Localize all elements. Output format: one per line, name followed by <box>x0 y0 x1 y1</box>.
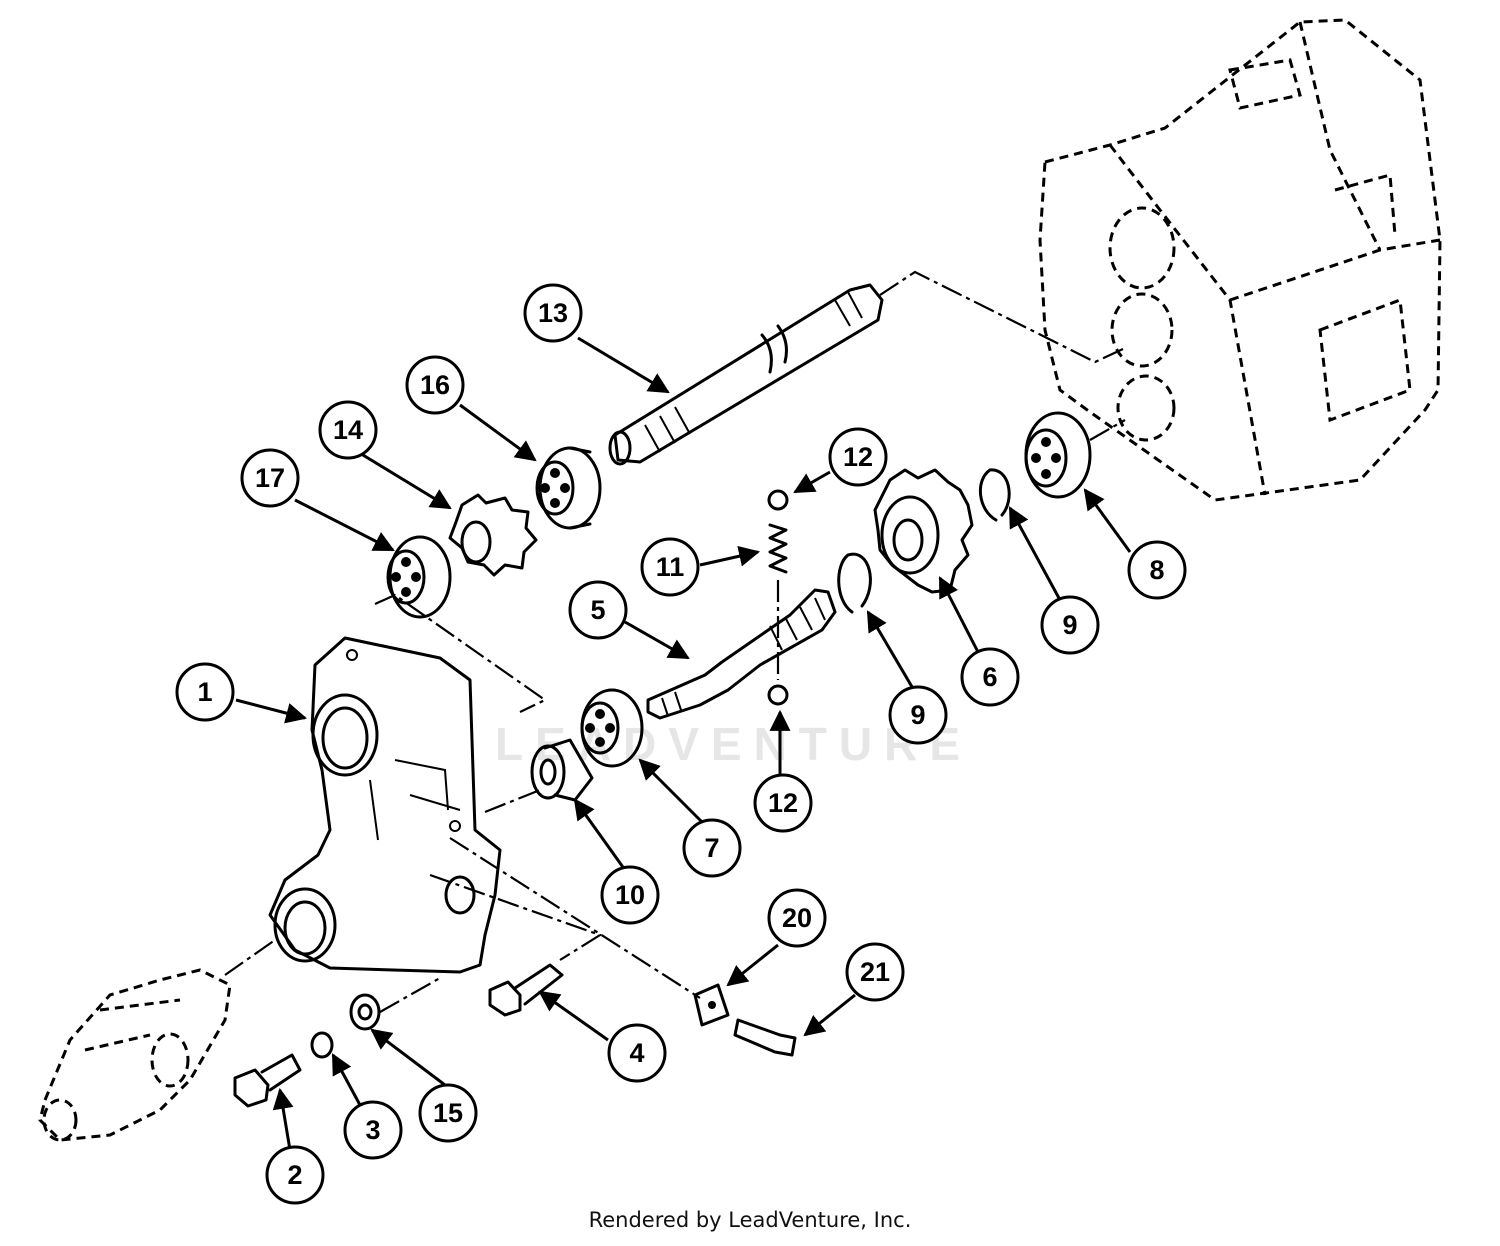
leader-line <box>879 270 1126 364</box>
svg-text:8: 8 <box>1149 555 1164 585</box>
input-shaft-part <box>608 283 884 466</box>
lock-washer-part <box>310 1031 334 1059</box>
bearing-part <box>580 688 644 768</box>
sprocket-part <box>873 468 974 594</box>
svg-text:9: 9 <box>1062 610 1077 640</box>
leader-line <box>449 837 701 999</box>
transmission-housing <box>1038 18 1442 502</box>
callout-17: 17 <box>240 448 300 508</box>
callout-13: 13 <box>523 283 583 343</box>
bearing-part <box>1024 411 1092 499</box>
output-shaft-part <box>646 588 837 720</box>
callout-16: 16 <box>405 355 465 415</box>
callout-9b: 9 <box>1040 595 1100 655</box>
gear-part <box>448 493 538 577</box>
svg-text:12: 12 <box>843 442 873 472</box>
callout-11: 11 <box>640 537 700 597</box>
bearing-part <box>535 446 602 530</box>
callout-7: 7 <box>682 818 742 878</box>
callout-20: 20 <box>767 888 827 948</box>
callout-2: 2 <box>265 1145 325 1205</box>
snap-ring-part <box>837 552 872 614</box>
callout-4: 4 <box>607 1023 667 1083</box>
svg-text:21: 21 <box>860 957 890 987</box>
svg-text:9: 9 <box>910 700 925 730</box>
callout-1: 1 <box>175 662 235 722</box>
svg-text:10: 10 <box>615 880 645 910</box>
callout-14: 14 <box>318 400 378 460</box>
leader-line <box>224 939 276 976</box>
seal-part <box>530 738 594 802</box>
leader-line <box>429 873 603 961</box>
svg-text:14: 14 <box>333 415 363 445</box>
callout-21: 21 <box>845 942 905 1002</box>
callout-arrows <box>235 336 1132 1151</box>
snap-ring-part <box>978 468 1011 522</box>
detent-spring-part <box>768 523 788 574</box>
callout-8: 8 <box>1127 540 1187 600</box>
yoke-part <box>38 968 232 1142</box>
callout-3: 3 <box>343 1100 403 1160</box>
leader-line <box>379 977 441 1013</box>
callout-10: 10 <box>600 865 660 925</box>
svg-text:5: 5 <box>590 595 605 625</box>
rendered-by-credit: Rendered by LeadVenture, Inc. <box>588 1208 912 1232</box>
bolt-part <box>488 963 564 1017</box>
svg-text:20: 20 <box>782 903 812 933</box>
leader-line <box>484 788 541 814</box>
svg-text:13: 13 <box>538 298 568 328</box>
bearing-part <box>386 535 452 619</box>
svg-text:11: 11 <box>656 552 685 582</box>
svg-text:4: 4 <box>629 1038 644 1068</box>
flat-washer-hole <box>357 1003 373 1021</box>
svg-text:7: 7 <box>704 833 719 863</box>
svg-text:16: 16 <box>420 370 450 400</box>
callout-12a: 12 <box>828 427 888 487</box>
svg-text:12: 12 <box>768 788 798 818</box>
leader-line <box>374 593 548 713</box>
bolt-part <box>233 1053 302 1108</box>
svg-text:1: 1 <box>197 677 212 707</box>
detent-ball-part <box>767 684 789 706</box>
svg-text:2: 2 <box>287 1160 302 1190</box>
clip-plate-part <box>693 983 730 1027</box>
svg-text:15: 15 <box>433 1098 463 1128</box>
svg-text:3: 3 <box>365 1115 380 1145</box>
flat-washer-part <box>349 993 381 1031</box>
svg-text:6: 6 <box>982 662 997 692</box>
callout-6: 6 <box>960 647 1020 707</box>
gearcase-housing-part <box>268 636 502 974</box>
callout-5: 5 <box>568 580 628 640</box>
svg-text:17: 17 <box>255 463 285 493</box>
leader-line <box>1089 419 1126 441</box>
detent-ball-part <box>767 489 789 511</box>
callout-9a: 9 <box>888 685 948 745</box>
bolt-part <box>733 1018 797 1057</box>
callout-12b: 12 <box>753 773 813 833</box>
callout-15: 15 <box>418 1083 478 1143</box>
